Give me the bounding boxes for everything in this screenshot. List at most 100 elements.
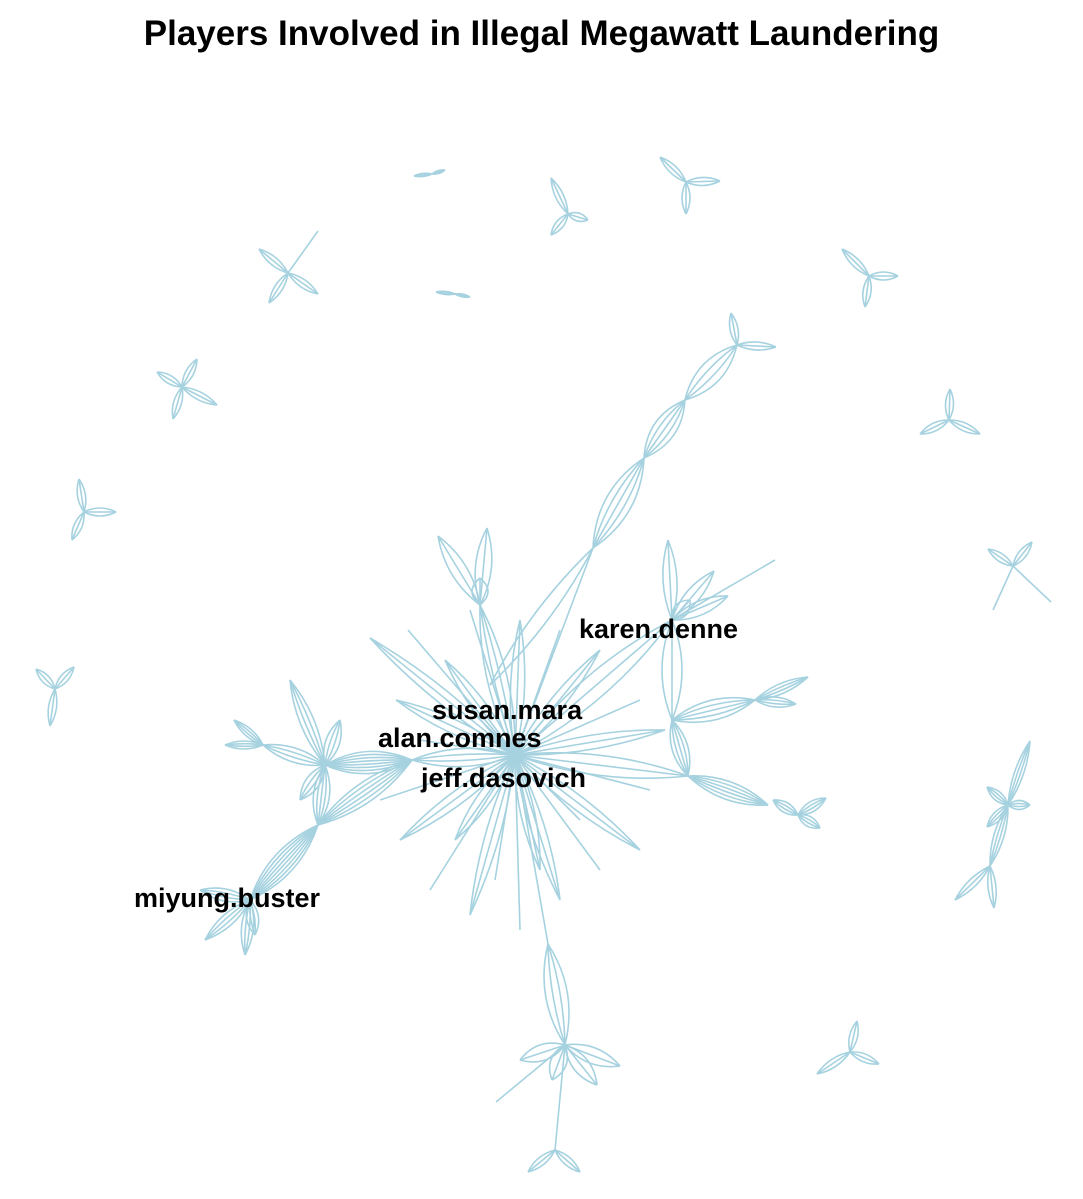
petal-edge [919, 419, 950, 435]
hub-edge [514, 699, 641, 756]
petal-edge [249, 899, 257, 936]
petal-edge [35, 668, 56, 690]
petal-edge [204, 899, 251, 941]
chain-edge [324, 756, 413, 766]
petal-edge [841, 248, 870, 277]
petal-edge [204, 899, 251, 941]
petal-edge [474, 527, 488, 606]
graph-edge [554, 1044, 566, 1151]
petal-edge [567, 213, 589, 223]
petal-edge [754, 676, 809, 701]
petal-edge [567, 213, 589, 221]
petal-edge [413, 172, 433, 177]
hub-edge [514, 754, 641, 851]
petal-edge [986, 786, 1009, 806]
chain-edge [687, 775, 769, 806]
chain-edge [643, 399, 686, 459]
petal-edge [736, 344, 777, 348]
hub-edge [469, 754, 516, 916]
chain-edge [324, 753, 413, 766]
petal-edge [944, 388, 951, 421]
petal-edge [986, 786, 1009, 806]
hub-edge [514, 649, 601, 756]
hub-edge [514, 754, 541, 871]
chain-edge [643, 399, 686, 459]
chain-edge [671, 719, 689, 777]
chain-edge [643, 399, 686, 459]
petal-edge [71, 511, 85, 541]
chain-edge [249, 824, 319, 901]
petal-edge [986, 804, 1009, 828]
petal-edge [685, 176, 721, 183]
petal-edge [797, 814, 821, 829]
petal-edge [554, 1149, 581, 1173]
chain-edge [317, 764, 326, 826]
chain-edge [317, 759, 413, 826]
petal-edge [848, 1020, 858, 1053]
chain-edge [315, 764, 326, 826]
petal-edge [83, 507, 117, 513]
chain-edge [317, 759, 413, 826]
chain-edge [671, 699, 756, 724]
petal-edge [659, 156, 687, 183]
petal-edge [989, 804, 1009, 867]
chain-edge [317, 759, 413, 826]
petal-edge [659, 156, 687, 183]
petal-edge [550, 177, 569, 215]
petal-edge [224, 740, 264, 746]
petal-edge [181, 358, 198, 388]
chain-edge [324, 759, 413, 766]
petal-edge [948, 388, 955, 421]
petal-edge [948, 388, 951, 421]
petal-edge [550, 213, 569, 236]
petal-edge [754, 698, 797, 705]
hub-edge [514, 729, 666, 756]
hub-edge [444, 659, 516, 756]
chain-edge [317, 759, 413, 826]
hub-edge [514, 547, 594, 756]
petal-edge [435, 290, 456, 295]
petal-edge [519, 1044, 566, 1061]
petal-edge [49, 688, 56, 727]
chain-edge [312, 764, 326, 826]
petal-edge [1012, 541, 1033, 567]
petal-edge [671, 570, 715, 621]
chain-edge [249, 824, 319, 901]
petal-edge [754, 676, 809, 701]
petal-edge [268, 272, 289, 304]
petal-edge [564, 1044, 621, 1067]
petal-edge [199, 889, 251, 901]
chain-edge [669, 719, 689, 777]
petal-edge [986, 865, 995, 909]
petal-edge [730, 312, 740, 346]
petal-edge [324, 719, 341, 766]
chain-edge [592, 457, 645, 549]
petal-edge [289, 679, 326, 766]
hub-edge [429, 754, 516, 891]
chain-edge [592, 457, 645, 549]
hub-edge [411, 747, 516, 761]
petal-edge [564, 1044, 598, 1086]
petal-edge [849, 1020, 859, 1053]
petal-edge [299, 764, 326, 801]
petal-edge [199, 889, 251, 901]
petal-edge [431, 169, 446, 175]
chain-edge [671, 719, 691, 777]
petal-edge [1007, 802, 1031, 806]
hub-edge [369, 637, 516, 756]
hub-edge [399, 754, 516, 841]
petal-edge [797, 797, 827, 816]
petal-edge [659, 156, 687, 183]
petal-edge [989, 865, 995, 909]
hub-edge [514, 619, 521, 756]
petal-edge [71, 511, 85, 541]
hub-edge [369, 637, 516, 756]
petal-edge [324, 719, 343, 766]
hub-edge [395, 699, 516, 756]
petal-edge [1007, 740, 1031, 806]
chain-edge [592, 457, 645, 549]
petal-edge [954, 865, 991, 901]
hub-edge [454, 754, 516, 841]
chain-edge [547, 943, 570, 1046]
